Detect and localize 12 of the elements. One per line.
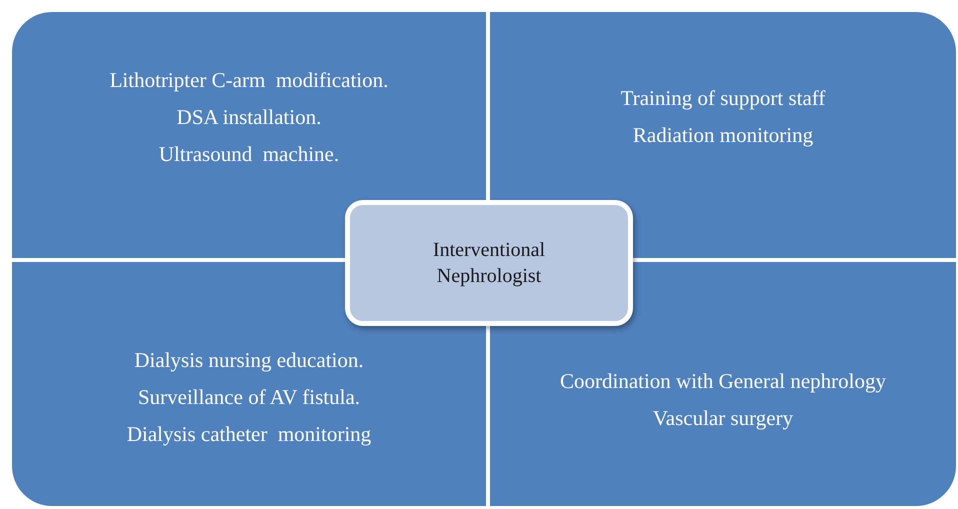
center-title: Interventional Nephrologist	[432, 238, 546, 289]
item-text: Radiation monitoring	[632, 122, 814, 149]
item-text: Lithotripter C-arm modification.	[110, 67, 388, 94]
item-text: Ultrasound machine.	[158, 141, 340, 168]
item-text: Coordination with General nephrology	[560, 368, 886, 395]
center-box	[345, 200, 633, 326]
item-text: Dialysis nursing education.	[134, 347, 364, 374]
item-text: Training of support staff	[620, 85, 826, 112]
item-text: Dialysis catheter monitoring	[126, 421, 372, 448]
item-text: Vascular surgery	[652, 405, 794, 432]
item-text: DSA installation.	[176, 104, 322, 131]
item-text: Surveillance of AV fistula.	[138, 384, 360, 411]
